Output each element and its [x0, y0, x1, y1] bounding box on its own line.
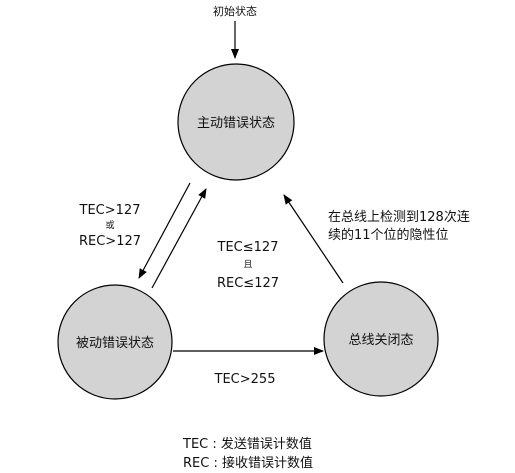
arrow-active-to-passive [138, 182, 191, 279]
label-passive-to-active-line2: REC≤127 [217, 276, 279, 291]
label-passive-to-busoff: TEC>255 [214, 372, 276, 387]
arrow-busoff-to-active [283, 194, 344, 284]
state-error-passive-circle [57, 284, 173, 400]
legend: TEC : 发送错误计数值 REC : 接收错误计数值 [182, 436, 313, 471]
label-active-to-passive: TEC>127 或 REC>127 [79, 203, 141, 249]
label-busoff-to-active: 在总线上检测到128次连 续的11个位的隐性位 [328, 209, 470, 243]
label-passive-to-active-conj: 且 [243, 259, 252, 270]
state-error-active: 主动错误状态 [177, 63, 295, 181]
label-active-to-passive-line1: TEC>127 [79, 203, 141, 218]
state-error-active-circle [177, 63, 295, 181]
legend-tec: TEC : 发送错误计数值 [182, 436, 312, 452]
state-bus-off-circle [323, 281, 439, 397]
state-error-active-label: 主动错误状态 [197, 116, 275, 131]
state-error-passive: 被动错误状态 [57, 284, 173, 400]
label-busoff-to-active-line2: 续的11个位的隐性位 [328, 227, 449, 243]
label-active-to-passive-conj: 或 [105, 219, 114, 231]
label-passive-to-active-line1: TEC≤127 [217, 240, 279, 255]
initial-state-label: 初始状态 [213, 4, 257, 18]
state-bus-off: 总线关闭态 [323, 281, 439, 397]
label-passive-to-active: TEC≤127 且 REC≤127 [217, 240, 279, 291]
legend-rec: REC : 接收错误计数值 [183, 455, 313, 471]
label-busoff-to-active-line1: 在总线上检测到128次连 [328, 209, 470, 225]
state-error-passive-label: 被动错误状态 [76, 336, 154, 351]
arrow-passive-to-active [151, 188, 207, 289]
label-active-to-passive-line2: REC>127 [79, 234, 141, 249]
state-bus-off-label: 总线关闭态 [348, 333, 413, 348]
